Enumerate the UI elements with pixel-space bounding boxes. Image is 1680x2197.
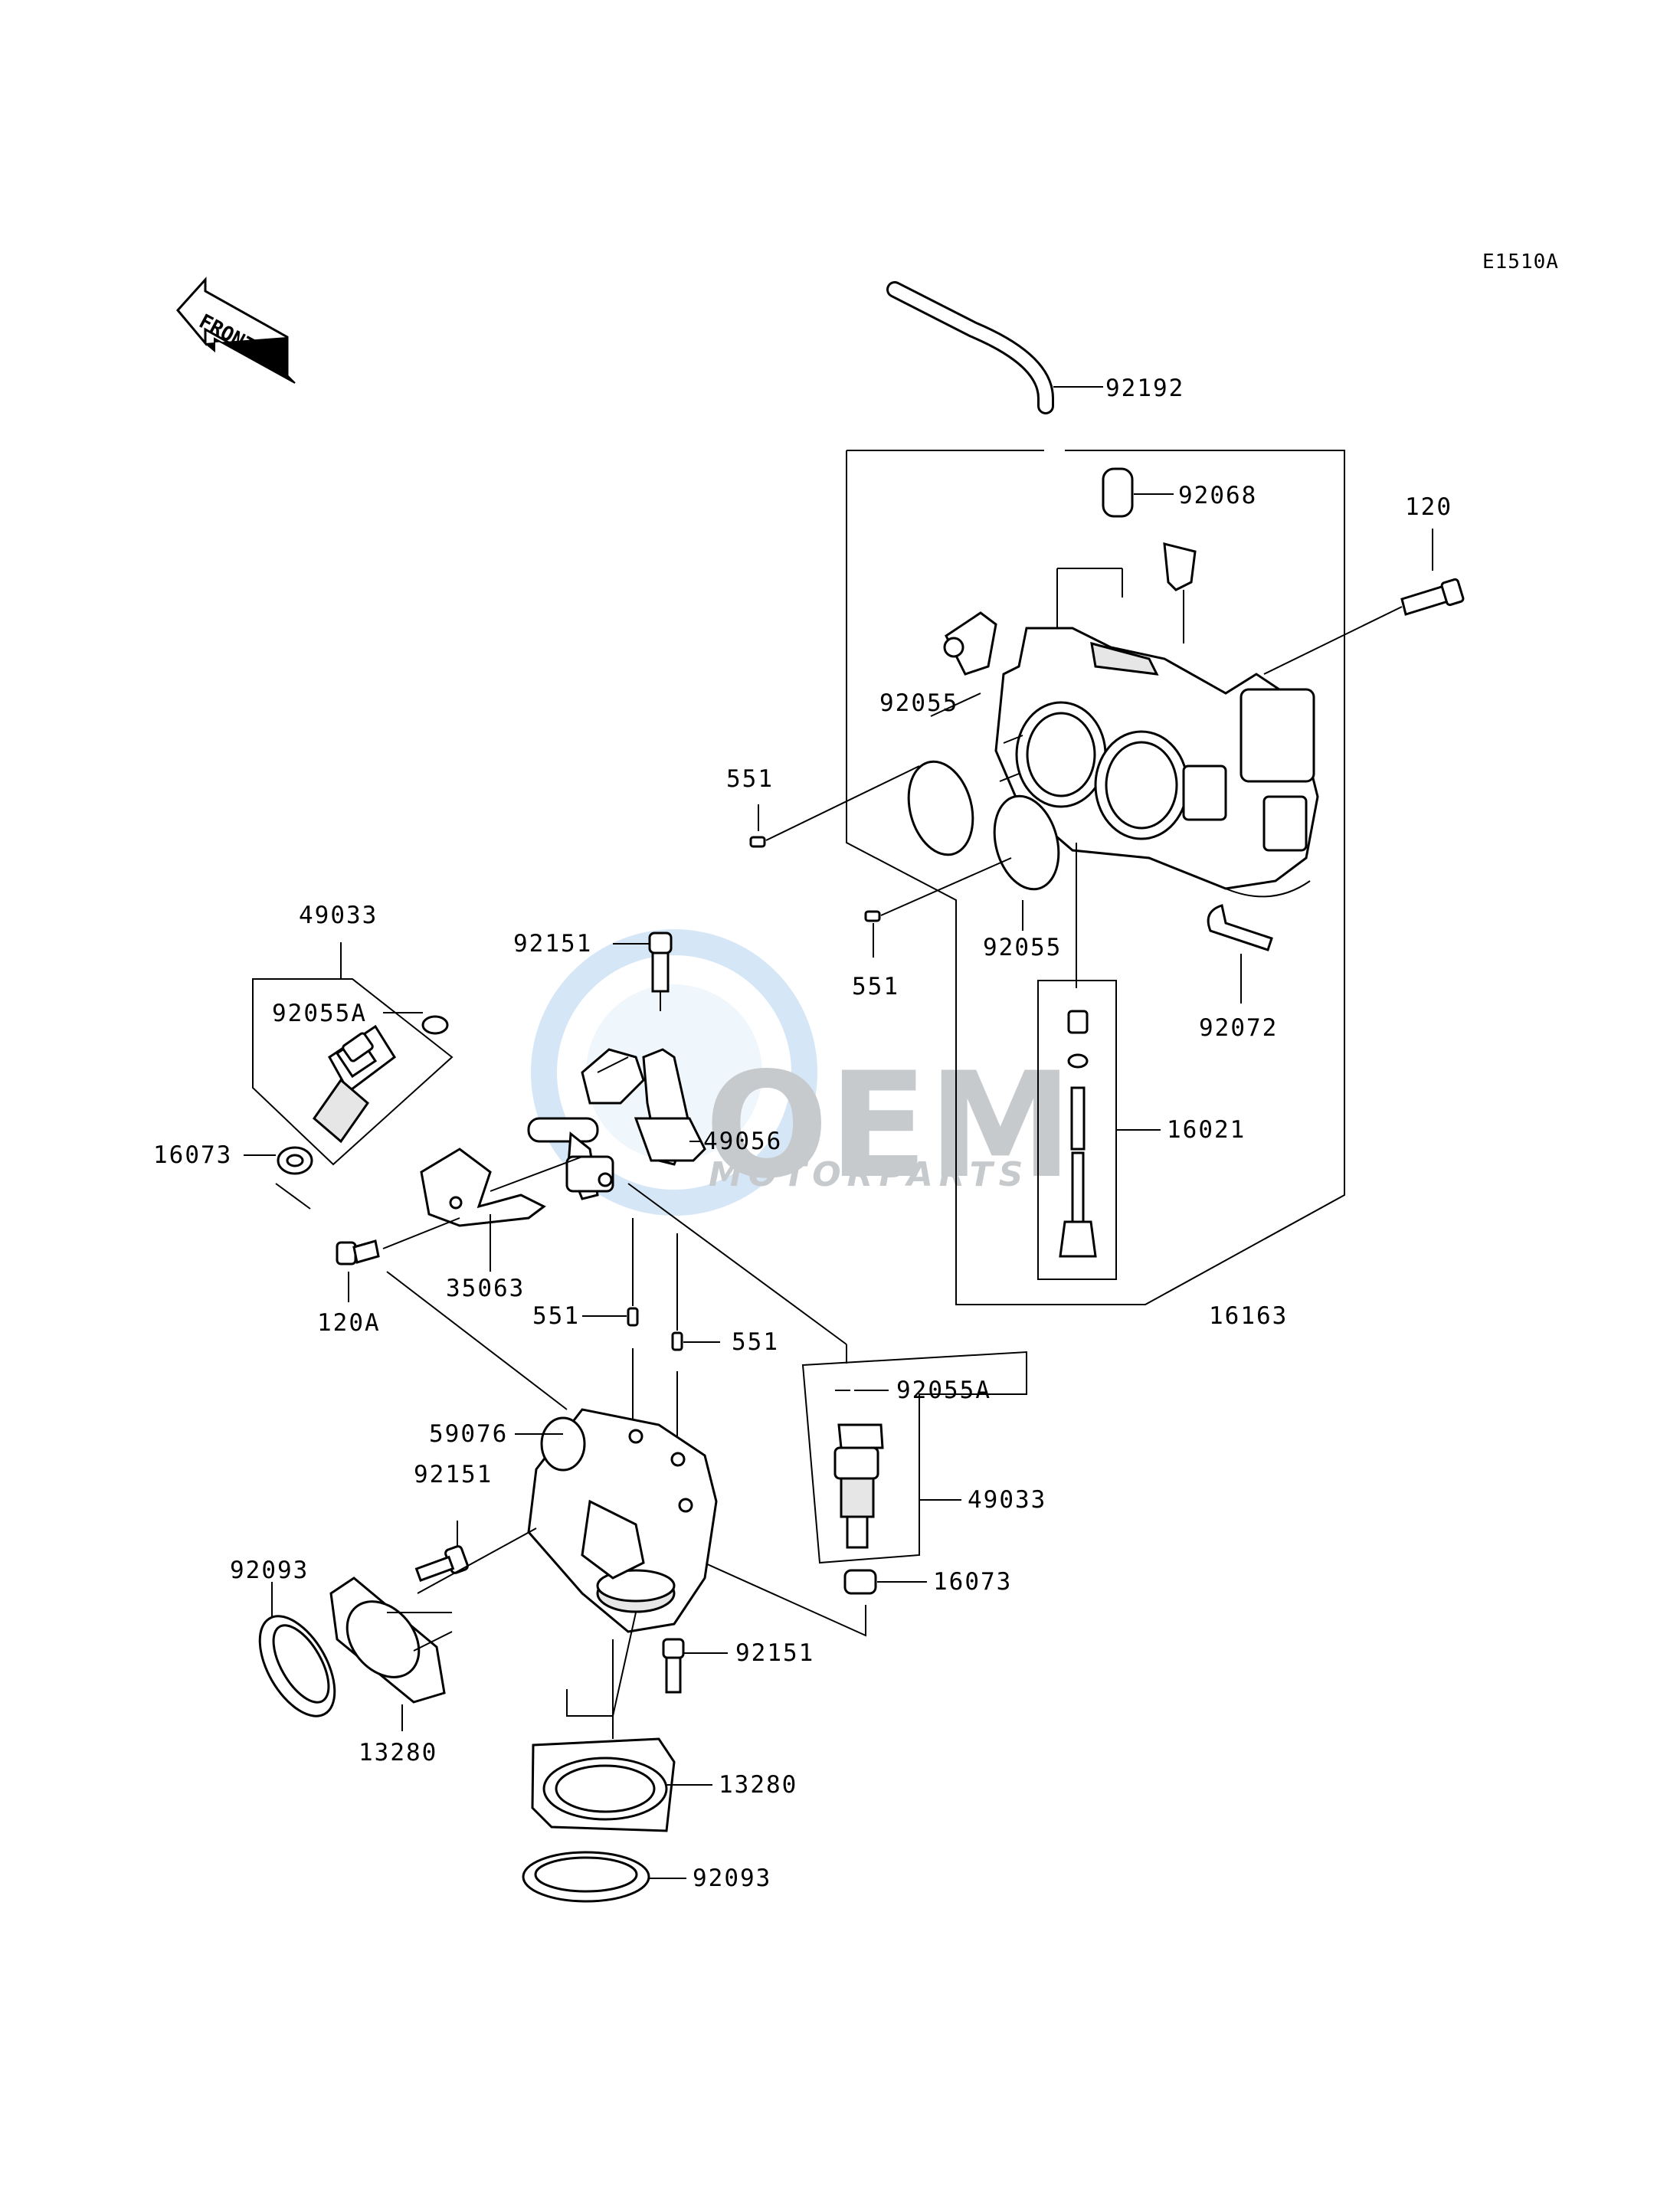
callout-92055-lower: 92055 (983, 934, 1062, 961)
o-ring-92055-b (993, 794, 1060, 891)
callout-551-upper: 551 (726, 765, 774, 793)
callout-16073-left: 16073 (153, 1141, 232, 1169)
injector-49033-upper (312, 1024, 397, 1144)
bolt-120A (336, 1239, 380, 1265)
pin-551-d (671, 1331, 683, 1351)
o-ring-92055A-upper (421, 1015, 449, 1035)
screw-16021 (1059, 1010, 1097, 1258)
pin-551-b (864, 910, 881, 922)
bolt-92151-left (414, 1545, 469, 1582)
callout-120A: 120A (317, 1309, 381, 1337)
bolt-92151-right (662, 1638, 685, 1694)
callout-120: 120 (1405, 493, 1452, 521)
bracket-35063 (420, 1148, 546, 1227)
cap-92068 (1102, 467, 1134, 518)
callout-92151-right: 92151 (735, 1639, 814, 1667)
callout-49033-upper: 49033 (299, 902, 378, 929)
throttle-body-main (943, 542, 1319, 898)
callout-92093-left: 92093 (230, 1557, 309, 1584)
clamp-92072 (1207, 904, 1273, 951)
callout-92055A-upper: 92055A (272, 1000, 367, 1027)
intake-holder-59076 (527, 1408, 718, 1633)
callout-92055A-lower: 92055A (896, 1377, 991, 1404)
callout-551-mid: 551 (852, 973, 899, 1000)
o-ring-92055-a (907, 760, 974, 856)
callout-551-lower-a: 551 (532, 1302, 580, 1330)
plate-13280-left (329, 1577, 446, 1704)
injector-49033-lower (833, 1423, 884, 1549)
callout-92151-left: 92151 (414, 1461, 493, 1488)
callout-13280-lower: 13280 (719, 1771, 797, 1799)
callout-92072: 92072 (1199, 1014, 1278, 1042)
plate-13280-lower (531, 1737, 676, 1832)
seal-16073-right (843, 1569, 877, 1595)
callout-35063: 35063 (446, 1275, 525, 1302)
ring-92093-left (258, 1615, 336, 1717)
callout-49033-lower: 49033 (968, 1486, 1046, 1514)
callout-16163: 16163 (1209, 1302, 1288, 1330)
callout-92055-upper: 92055 (879, 689, 958, 717)
bolt-120 (1400, 578, 1465, 616)
hose-92192 (886, 281, 1054, 414)
callout-49056: 49056 (703, 1128, 782, 1155)
watermark-sub: MOTORPARTS (709, 1155, 1029, 1194)
front-arrow-icon: FRONT (176, 277, 296, 384)
pin-551-c (627, 1307, 639, 1327)
ring-92093-lower (522, 1851, 650, 1903)
callout-551-lower-b: 551 (732, 1328, 779, 1356)
callout-16021: 16021 (1167, 1116, 1246, 1144)
callout-13280-left: 13280 (359, 1739, 437, 1766)
callout-16073-right: 16073 (933, 1568, 1012, 1596)
callout-92151-upper: 92151 (513, 930, 592, 958)
callout-59076: 59076 (429, 1420, 508, 1448)
watermark-brand: OEM (705, 1041, 1073, 1210)
pin-551-a (749, 836, 766, 848)
bolt-92151-upper (648, 932, 673, 993)
callout-92192: 92192 (1105, 375, 1184, 402)
delivery-pipe-49056 (527, 1048, 706, 1200)
diagram-code: E1510A (1482, 250, 1559, 273)
callout-92093-lower: 92093 (693, 1865, 771, 1892)
callout-92068: 92068 (1178, 482, 1257, 509)
watermark: OEM MOTORPARTS (531, 929, 1073, 1216)
